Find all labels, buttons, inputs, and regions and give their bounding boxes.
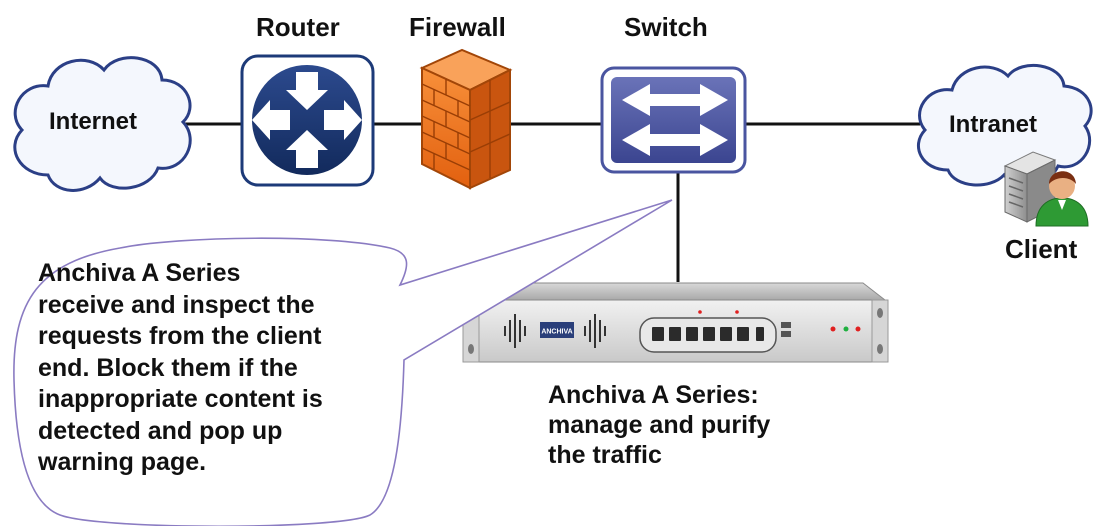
callout-line: requests from the client (38, 322, 322, 350)
appliance-vent-right (584, 314, 606, 348)
firewall-device (419, 48, 513, 190)
switch-device (600, 66, 747, 174)
appliance-brand-label: ANCHIVA (541, 329, 572, 336)
callout-line: receive and inspect the (38, 290, 315, 319)
appliance-caption: Anchiva A Series: manage and purify the … (548, 380, 770, 470)
network-links (180, 122, 920, 282)
callout-line: inappropriate content is (38, 385, 323, 413)
appliance-leds (830, 326, 861, 332)
appliance-caption-line: Anchiva A Series: (548, 381, 759, 409)
router-device (240, 54, 375, 187)
callout-line: Anchiva A Series (38, 259, 241, 287)
appliance-ports (652, 327, 764, 341)
appliance-right-ear (871, 299, 889, 363)
appliance-brand-plate (540, 322, 574, 338)
appliance-vent-left (504, 314, 526, 348)
internet-label: Internet (49, 108, 138, 135)
appliance-caption-line: the traffic (548, 441, 662, 469)
intranet-label: Intranet (949, 111, 1038, 138)
client-label: Client (1005, 234, 1078, 264)
callout-line: warning page. (38, 448, 207, 476)
internet-cloud (13, 56, 192, 192)
switch-label: Switch (624, 12, 708, 42)
appliance-usb-ports (781, 322, 791, 337)
client-person-icon (1035, 171, 1089, 227)
router-label: Router (256, 12, 340, 42)
callout-line: end. Block them if the (38, 353, 298, 382)
appliance-caption-line: manage and purify (548, 411, 771, 439)
anchiva-appliance: ANCHIVA (462, 282, 889, 363)
callout-bubble (13, 199, 673, 526)
callout-line: detected and pop up (38, 416, 283, 445)
firewall-label: Firewall (409, 12, 506, 42)
appliance-top-leds (698, 310, 739, 314)
callout-text: Anchiva A Series receive and inspect the… (38, 258, 398, 479)
